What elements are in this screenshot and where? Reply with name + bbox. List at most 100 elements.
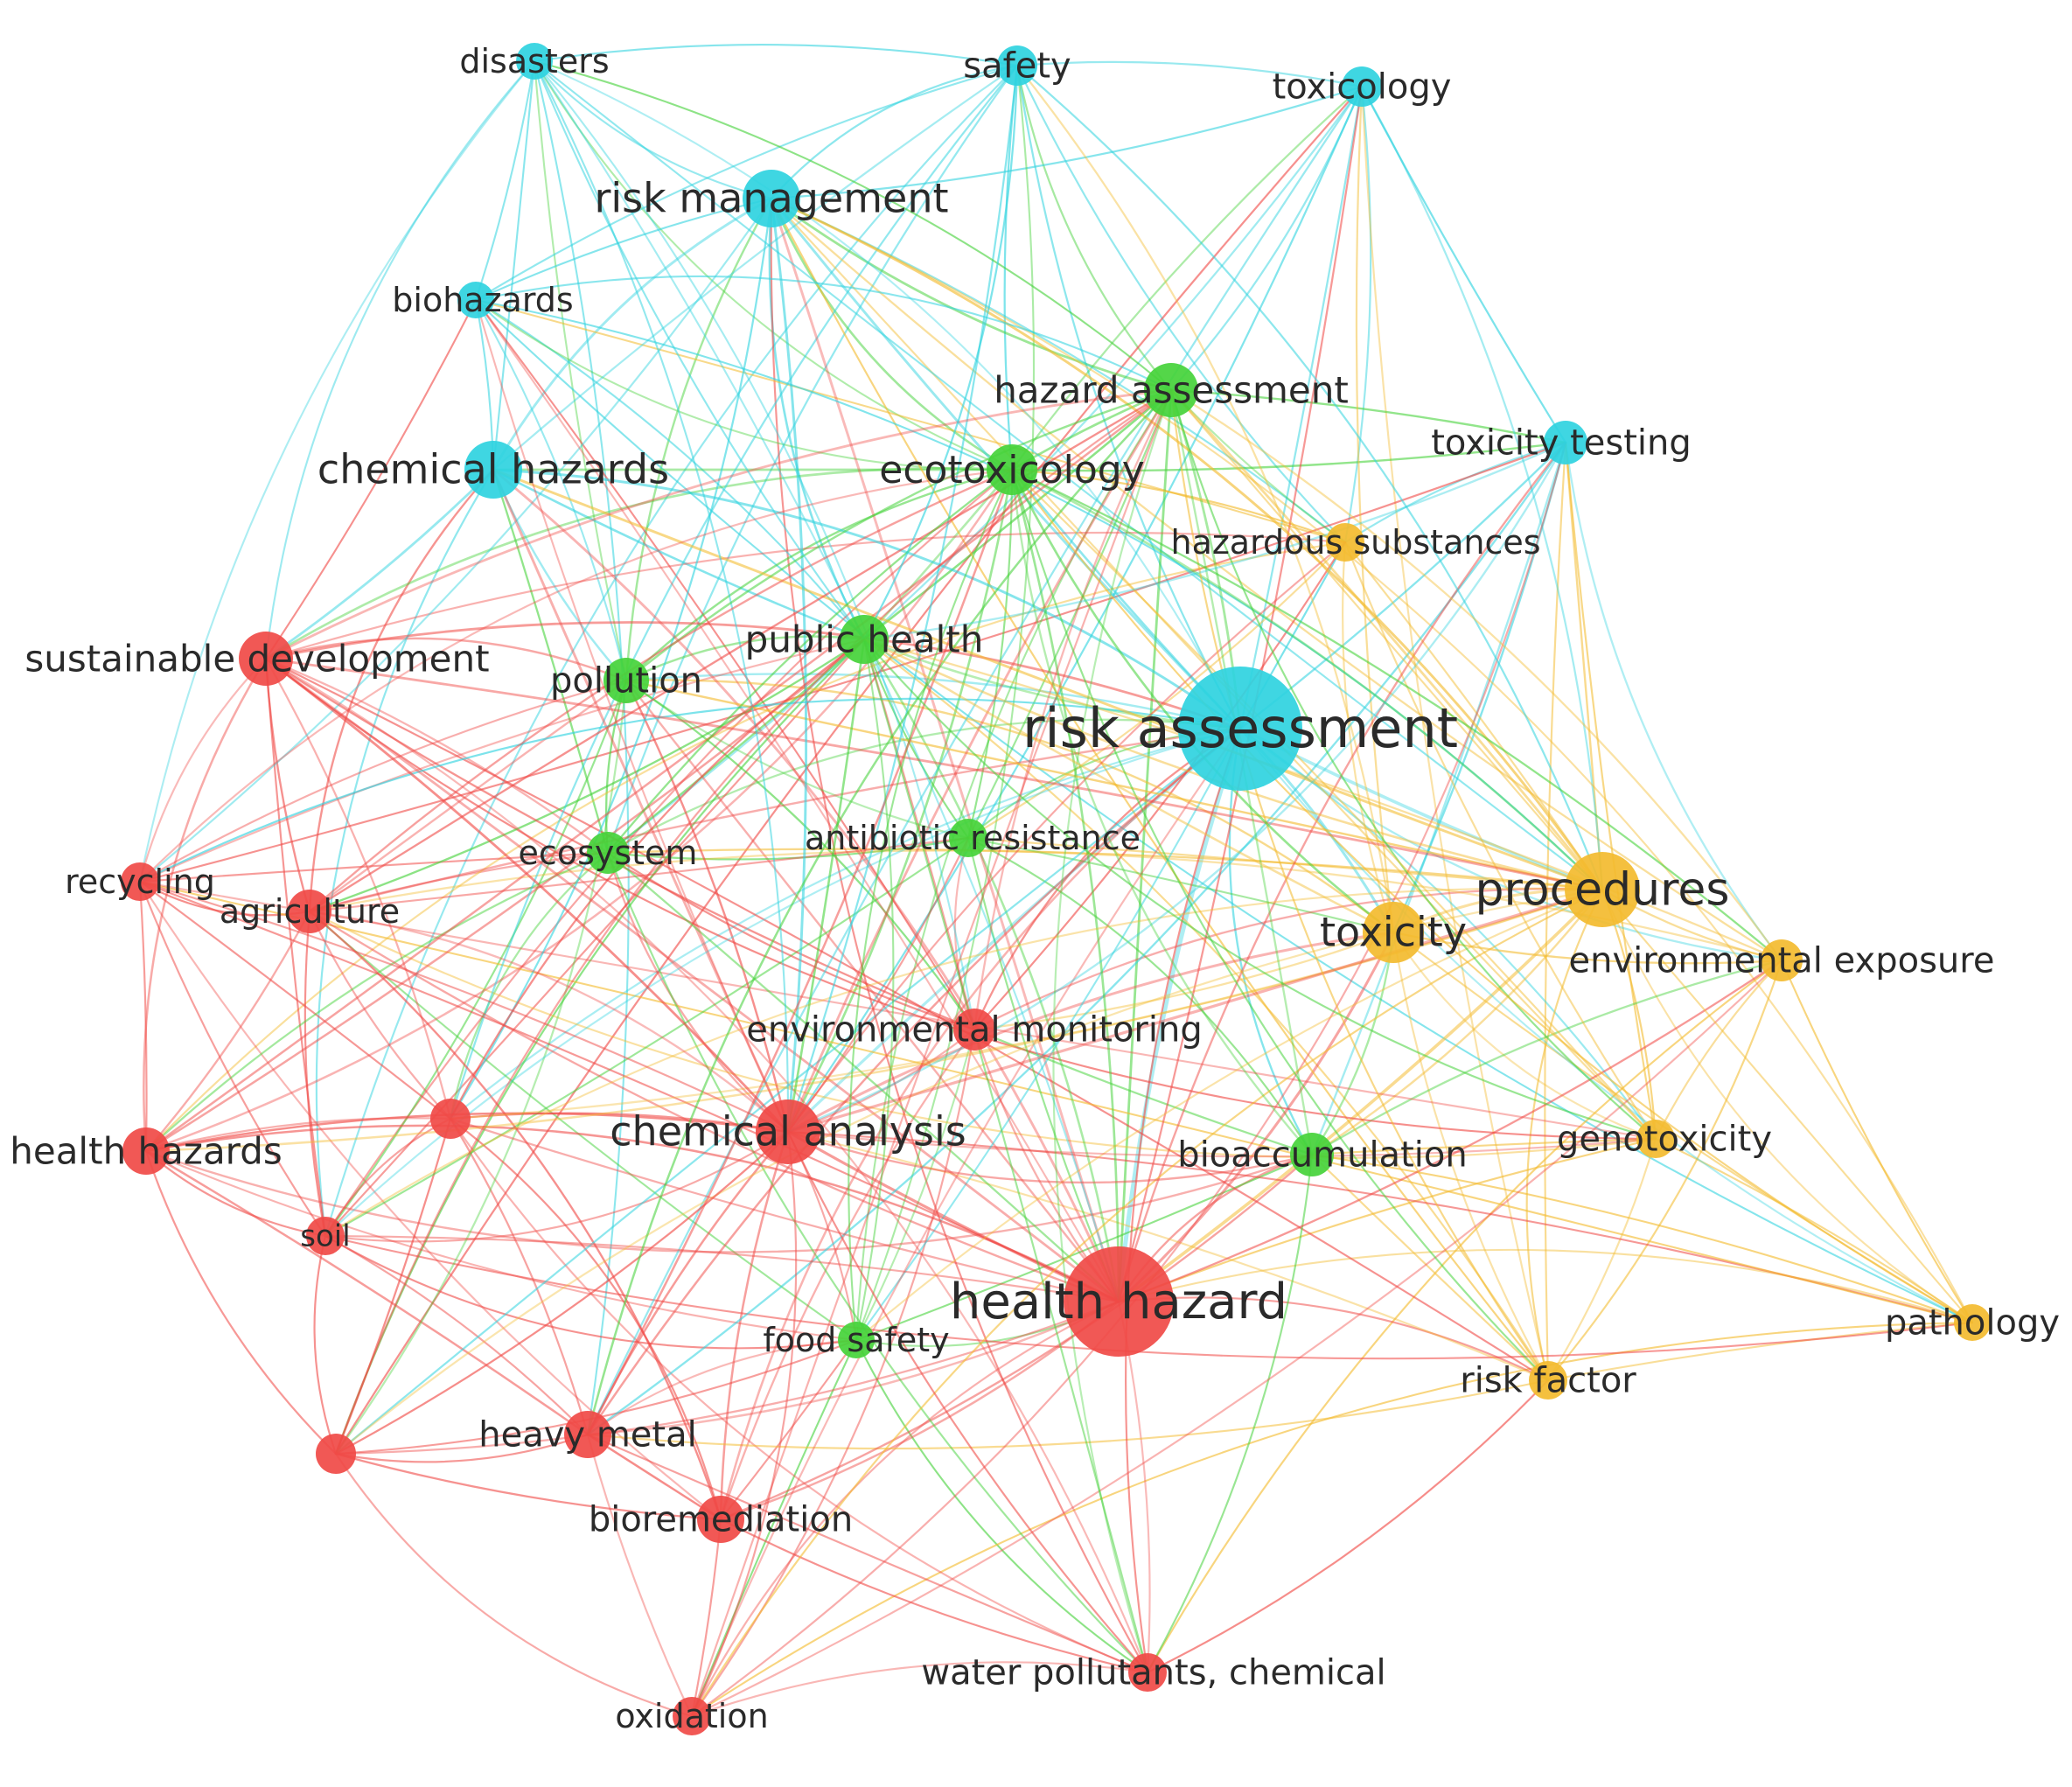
edge-unlabeled_1-water_pollutants	[449, 1117, 1149, 1674]
edge-procedures-risk_factor	[1525, 888, 1604, 1382]
edge-health_hazard-agriculture	[308, 910, 1120, 1303]
edge-risk_assessment-health_hazard	[1116, 726, 1243, 1304]
edge-toxicity_testing-hazard_assessment	[1169, 388, 1567, 444]
node-toxicity[interactable]	[1363, 902, 1424, 963]
label-risk-factor: risk factor	[1460, 1361, 1636, 1401]
edge-chemical_analysis-recycling	[138, 880, 790, 1134]
edge-risk_assessment-food_safety	[855, 727, 1242, 1342]
edge-heavy_metal-toxicology	[586, 85, 1364, 1436]
edge-safety-hazard_assessment	[1015, 64, 1173, 392]
node-oxidation[interactable]	[673, 1697, 711, 1735]
node-chemical-analysis[interactable]	[756, 1099, 820, 1164]
edge-bioremediation-agriculture	[308, 910, 722, 1521]
node-genotoxicity[interactable]	[1636, 1120, 1675, 1158]
node-hazard-assessment[interactable]	[1144, 363, 1198, 417]
edge-risk_management-biohazards	[474, 197, 773, 302]
edge-pathology-risk_factor	[1546, 1321, 1974, 1382]
edge-genotoxicity-pathology	[1654, 1137, 1974, 1324]
node-chemical-hazards[interactable]	[464, 441, 522, 499]
edge-pollution-environmental_monitoring	[624, 679, 976, 1031]
label-ecotoxicology: ecotoxicology	[879, 448, 1145, 492]
edge-biohazards-pollution	[474, 298, 628, 682]
edge-disasters-chemical_hazards	[492, 59, 536, 471]
node-ecotoxicology[interactable]	[987, 444, 1037, 495]
node-bioaccumulation[interactable]	[1290, 1133, 1334, 1176]
edge-toxicology-unlabeled_2	[334, 85, 1364, 1455]
node-environmental-exposure[interactable]	[1761, 939, 1803, 981]
node-unlabeled-2[interactable]	[316, 1434, 356, 1474]
node-pollution[interactable]	[603, 658, 649, 703]
node-water-pollutants[interactable]	[1128, 1653, 1167, 1692]
node-unlabeled-1[interactable]	[430, 1099, 471, 1139]
node-pathology[interactable]	[1954, 1304, 1991, 1341]
edge-health_hazard-soil	[324, 1234, 1120, 1303]
edge-risk_management-pollution	[624, 197, 773, 682]
edge-procedures-soil	[324, 887, 1604, 1238]
edge-agriculture-genotoxicity	[308, 910, 1657, 1159]
node-toxicology[interactable]	[1342, 66, 1382, 107]
node-disasters[interactable]	[516, 43, 553, 80]
node-public-health[interactable]	[840, 615, 889, 664]
node-procedures[interactable]	[1565, 852, 1640, 927]
edge-hazard_assessment-risk_factor	[1169, 388, 1550, 1382]
edge-pollution-sustainable_development	[264, 637, 628, 682]
node-health-hazards[interactable]	[122, 1127, 170, 1175]
edge-procedures-food_safety	[855, 888, 1604, 1342]
label-pollution: pollution	[550, 661, 702, 702]
node-risk-assessment[interactable]	[1178, 667, 1302, 791]
node-environmental-monitoring[interactable]	[953, 1009, 995, 1051]
edge-food_safety-environmental_monitoring	[855, 1028, 976, 1342]
edge-procedures-environmental_monitoring	[973, 887, 1604, 1031]
edge-ecotoxicology-risk_factor	[1010, 468, 1550, 1382]
edge-ecotoxicology-agriculture	[308, 468, 1014, 913]
edge-water_pollutants-risk_factor	[1146, 1379, 1550, 1674]
edge-chemical_analysis-public_health	[786, 638, 866, 1134]
node-toxicity-testing[interactable]	[1544, 421, 1587, 464]
edge-safety-risk_assessment	[1015, 64, 1242, 730]
edge-water_pollutants-heavy_metal	[586, 1433, 1149, 1674]
node-antibiotic-resistance[interactable]	[949, 819, 987, 857]
node-health-hazard[interactable]	[1064, 1246, 1174, 1357]
node-food-safety[interactable]	[838, 1322, 875, 1358]
edge-health_hazard-sustainable_development	[264, 657, 1120, 1303]
edge-hazard_assessment-heavy_metal	[586, 388, 1173, 1436]
edge-agriculture-health_hazards	[144, 910, 311, 1153]
node-ecosystem[interactable]	[587, 832, 629, 874]
edge-chemical_analysis-chemical_hazards	[492, 468, 790, 1134]
edge-risk_factor-risk_management	[770, 197, 1550, 1382]
edge-bioaccumulation-toxicity_testing	[1310, 441, 1567, 1156]
edge-procedures-pollution	[624, 679, 1604, 891]
node-risk-management[interactable]	[743, 170, 800, 227]
node-biohazards[interactable]	[457, 282, 494, 318]
edge-genotoxicity-hazardous_substances	[1343, 541, 1657, 1141]
node-bioremediation[interactable]	[697, 1496, 744, 1543]
edge-genotoxicity-health_hazard	[1117, 1137, 1657, 1303]
node-recycling[interactable]	[121, 862, 159, 901]
edge-water_pollutants-bioaccumulation	[1146, 1153, 1314, 1674]
edge-ecotoxicology-genotoxicity	[1010, 468, 1657, 1141]
node-safety[interactable]	[997, 45, 1037, 86]
node-risk-factor[interactable]	[1529, 1361, 1567, 1400]
edge-chemical_analysis-hazard_assessment	[786, 388, 1173, 1134]
edge-health_hazard-health_hazards	[144, 1124, 1120, 1303]
edge-risk_assessment-unlabeled_1	[449, 727, 1242, 1120]
edge-safety-ecosystem	[606, 64, 1019, 855]
edge-oxidation-environmental_exposure	[690, 959, 1783, 1718]
node-sustainable-development[interactable]	[239, 632, 293, 686]
edge-risk_assessment-pollution	[624, 673, 1242, 730]
label-pathology: pathology	[1885, 1303, 2060, 1344]
edge-pollution-soil	[324, 679, 628, 1238]
edge-ecotoxicology-environmental_exposure	[1010, 468, 1783, 962]
label-environmental-monitoring: environmental monitoring	[746, 1010, 1202, 1051]
edge-ecotoxicology-chemical_analysis	[786, 468, 1014, 1134]
edge-toxicity-toxicology	[1355, 85, 1395, 934]
node-soil[interactable]	[306, 1217, 345, 1255]
label-disasters: disasters	[459, 42, 609, 80]
edge-risk_assessment-chemical_analysis	[786, 727, 1242, 1134]
node-hazardous-substances[interactable]	[1326, 523, 1364, 562]
node-heavy-metal[interactable]	[564, 1411, 611, 1458]
edge-health_hazards-ecosystem	[144, 851, 610, 1153]
edge-chemical_hazards-ecosystem	[492, 468, 610, 855]
node-agriculture[interactable]	[288, 890, 331, 933]
